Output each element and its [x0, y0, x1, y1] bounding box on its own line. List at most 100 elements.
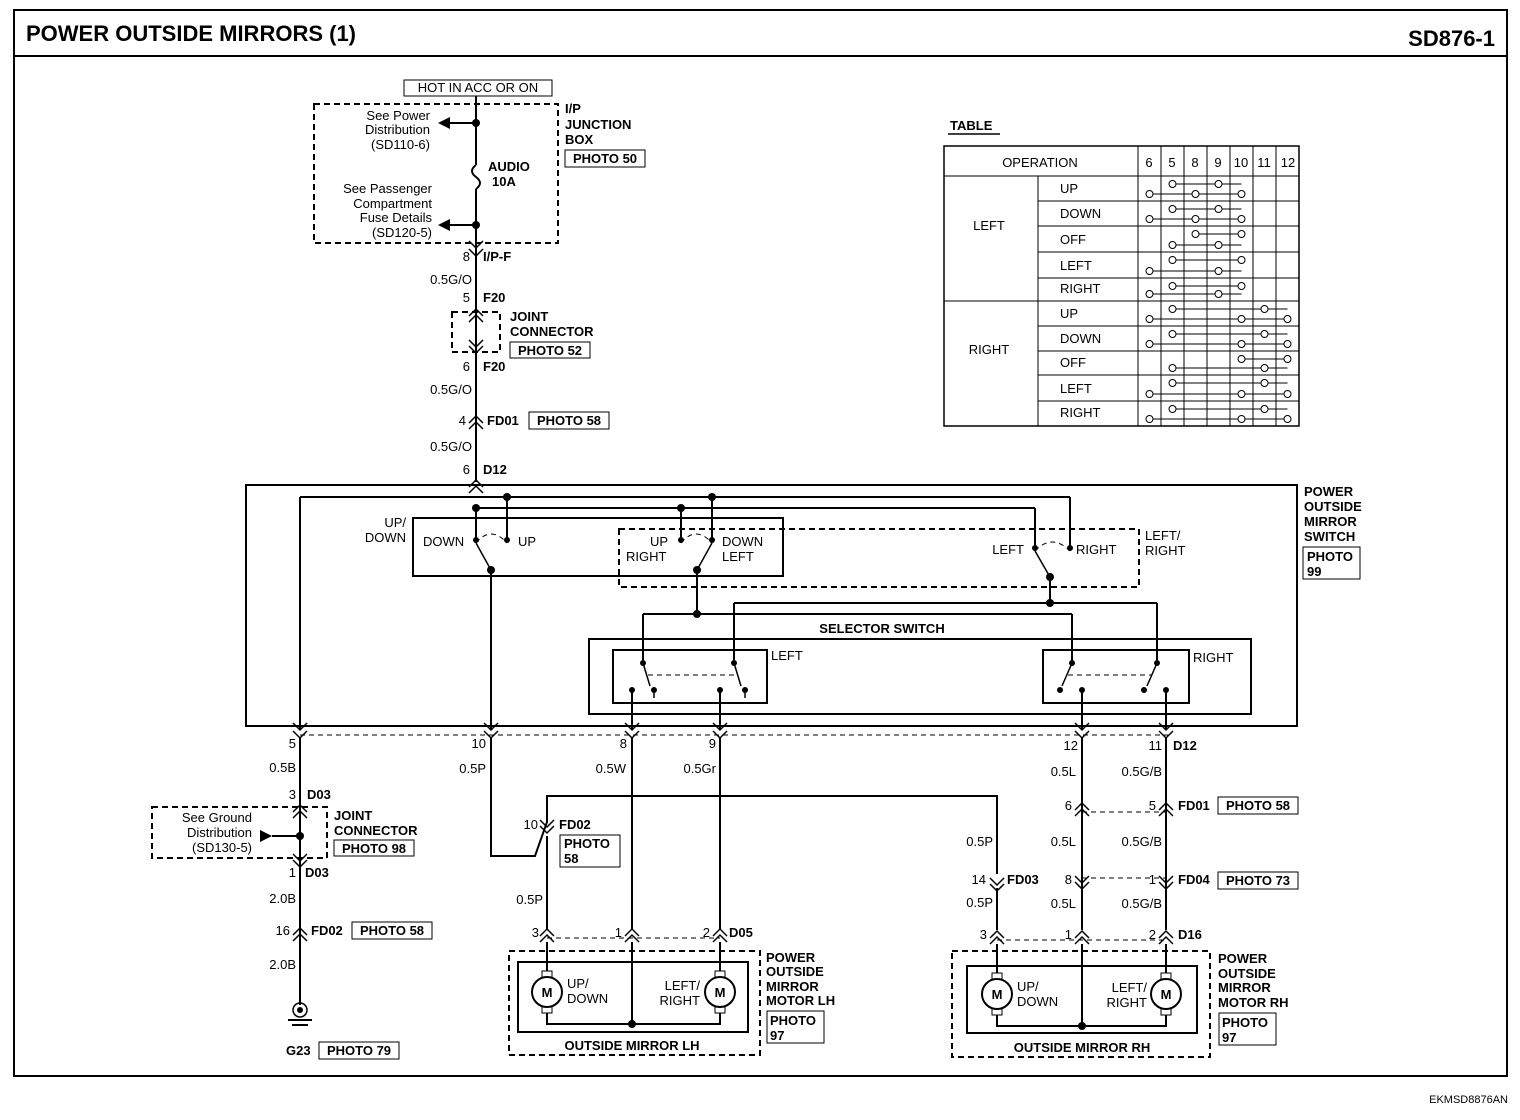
- switch-travel: [1034, 541, 1071, 552]
- d12-connector-row: 5 10 8 9 12 11 D12: [289, 722, 1197, 753]
- lr-label-2: RIGHT: [1145, 543, 1186, 558]
- pin-number: 2: [703, 925, 710, 940]
- diagram-frame: [13, 9, 1508, 1077]
- left-motor-wires: 0.5W 0.5Gr 3 1 2 D05: [532, 738, 753, 943]
- continuity-terminal: [1237, 282, 1246, 290]
- see-power-line3: (SD110-6): [371, 137, 430, 152]
- continuity-terminal: [1145, 215, 1154, 223]
- pin-number: 1: [1149, 872, 1156, 887]
- updown-1: UP/: [567, 976, 589, 991]
- continuity-terminal: [1168, 405, 1177, 413]
- up-right-2: RIGHT: [626, 549, 667, 564]
- row-label: OFF: [1060, 232, 1086, 247]
- page-code: SD876-1: [1408, 26, 1495, 51]
- continuity-terminal: [1260, 405, 1269, 413]
- connector-f20-top: F20: [483, 290, 505, 305]
- photo-box: [509, 341, 591, 359]
- connector-symbol: [292, 803, 308, 819]
- motor-lh-name-2: OUTSIDE: [766, 964, 824, 979]
- photo-box: [564, 149, 646, 168]
- pin-header: 6: [1145, 155, 1152, 170]
- leftright-2: RIGHT: [1107, 995, 1148, 1010]
- continuity-terminal: [1237, 190, 1246, 198]
- down-left-2: LEFT: [722, 549, 754, 564]
- box-label-line1: I/P: [565, 101, 581, 116]
- right-label: RIGHT: [1076, 542, 1117, 557]
- wire-color: 2.0B: [269, 891, 296, 906]
- leftright-2: RIGHT: [660, 993, 701, 1008]
- photo-box: [1217, 871, 1299, 890]
- jc98-label-2: CONNECTOR: [334, 823, 418, 838]
- see-power-line1: See Power: [366, 108, 430, 123]
- row-label: LEFT: [1060, 381, 1092, 396]
- motor-m: M: [1161, 987, 1172, 1002]
- photo-box: [528, 411, 610, 430]
- jc-label-line1: JOINT: [510, 309, 548, 324]
- pin-number: 6: [463, 359, 470, 374]
- ground-branch: 0.5B 3 D03 See Ground Distribution (SD13…: [151, 738, 433, 1060]
- updown-2: DOWN: [1017, 994, 1058, 1009]
- leftright-1: LEFT/: [1112, 980, 1148, 995]
- continuity-terminal: [1283, 315, 1292, 323]
- continuity-terminal: [1168, 256, 1177, 264]
- pin-headers: 6 5 8 9 10 11 12: [1145, 155, 1295, 170]
- selector-right-label: RIGHT: [1193, 650, 1234, 665]
- continuity-terminal: [1237, 256, 1246, 264]
- continuity-terminal: [1260, 330, 1269, 338]
- lr-label-1: LEFT/: [1145, 528, 1181, 543]
- connector-symbol: [539, 927, 555, 943]
- motor-rh-name-1: POWER: [1218, 951, 1268, 966]
- jc-photo: PHOTO 52: [518, 343, 582, 358]
- connector-f20-bottom: F20: [483, 359, 505, 374]
- group-left: LEFT: [973, 218, 1005, 233]
- ip-junction-box: HOT IN ACC OR ON See Power Distribution …: [313, 79, 646, 248]
- g23-photo: PHOTO 79: [327, 1043, 391, 1058]
- motor-rh-name-4: MOTOR RH: [1218, 995, 1289, 1010]
- connector-symbol: [1074, 929, 1090, 945]
- table-grid: [1038, 146, 1299, 426]
- connector-ipf: I/P-F: [483, 249, 511, 264]
- photo-box: [1218, 1012, 1277, 1046]
- connector-d12-bottom: D12: [1173, 738, 1197, 753]
- pin-number: 6: [1065, 798, 1072, 813]
- row-label: RIGHT: [1060, 405, 1101, 420]
- pin-number: 16: [276, 923, 290, 938]
- power-outside-mirror-switch: POWER OUTSIDE MIRROR SWITCH PHOTO 99 UP/…: [245, 484, 1362, 730]
- pin-number: 5: [463, 290, 470, 305]
- continuity-terminal: [1283, 340, 1292, 348]
- joint-connector-98-box: [151, 806, 328, 859]
- connector-symbol: [1158, 801, 1174, 817]
- pin-number: 10: [524, 817, 538, 832]
- switch-name-line1: POWER: [1304, 484, 1354, 499]
- connector-symbol: [292, 926, 308, 942]
- switch-blade: [696, 542, 713, 571]
- pin-number: 12: [1064, 738, 1078, 753]
- ground-symbol-dot: [297, 1007, 303, 1013]
- switch-name-line3: MIRROR: [1304, 514, 1357, 529]
- pin-number: 3: [289, 787, 296, 802]
- see-pass-line2: Compartment: [353, 196, 432, 211]
- selector-title: SELECTOR SWITCH: [819, 621, 944, 636]
- wire-color: 0.5L: [1051, 764, 1076, 779]
- motor-m: M: [542, 985, 553, 1000]
- motor-rh-photo-2: 97: [1222, 1030, 1236, 1045]
- pin-number: 11: [1149, 738, 1163, 753]
- wire-color: 0.5W: [596, 761, 627, 776]
- op-header: OPERATION: [1002, 155, 1078, 170]
- fuse-symbol: [471, 164, 481, 190]
- arrow-to-ground-dist: [260, 830, 272, 842]
- fd02-photo: PHOTO 58: [360, 923, 424, 938]
- wire-color: 0.5P: [966, 834, 993, 849]
- pin-number: 1: [289, 865, 296, 880]
- fuse-amp: 10A: [492, 174, 516, 189]
- wire-color: 0.5P: [459, 761, 486, 776]
- switch-blade: [1061, 662, 1073, 687]
- pin-number: 1: [1065, 927, 1072, 942]
- motor-lh-photo-2: 97: [770, 1028, 784, 1043]
- wire-color: 0.5L: [1051, 834, 1076, 849]
- continuity-terminal: [1191, 190, 1200, 198]
- pin-number: 6: [463, 462, 470, 477]
- motor-rh-photo-1: PHOTO: [1222, 1015, 1268, 1030]
- continuity-terminal: [1191, 230, 1200, 238]
- splice-dot: [296, 832, 304, 840]
